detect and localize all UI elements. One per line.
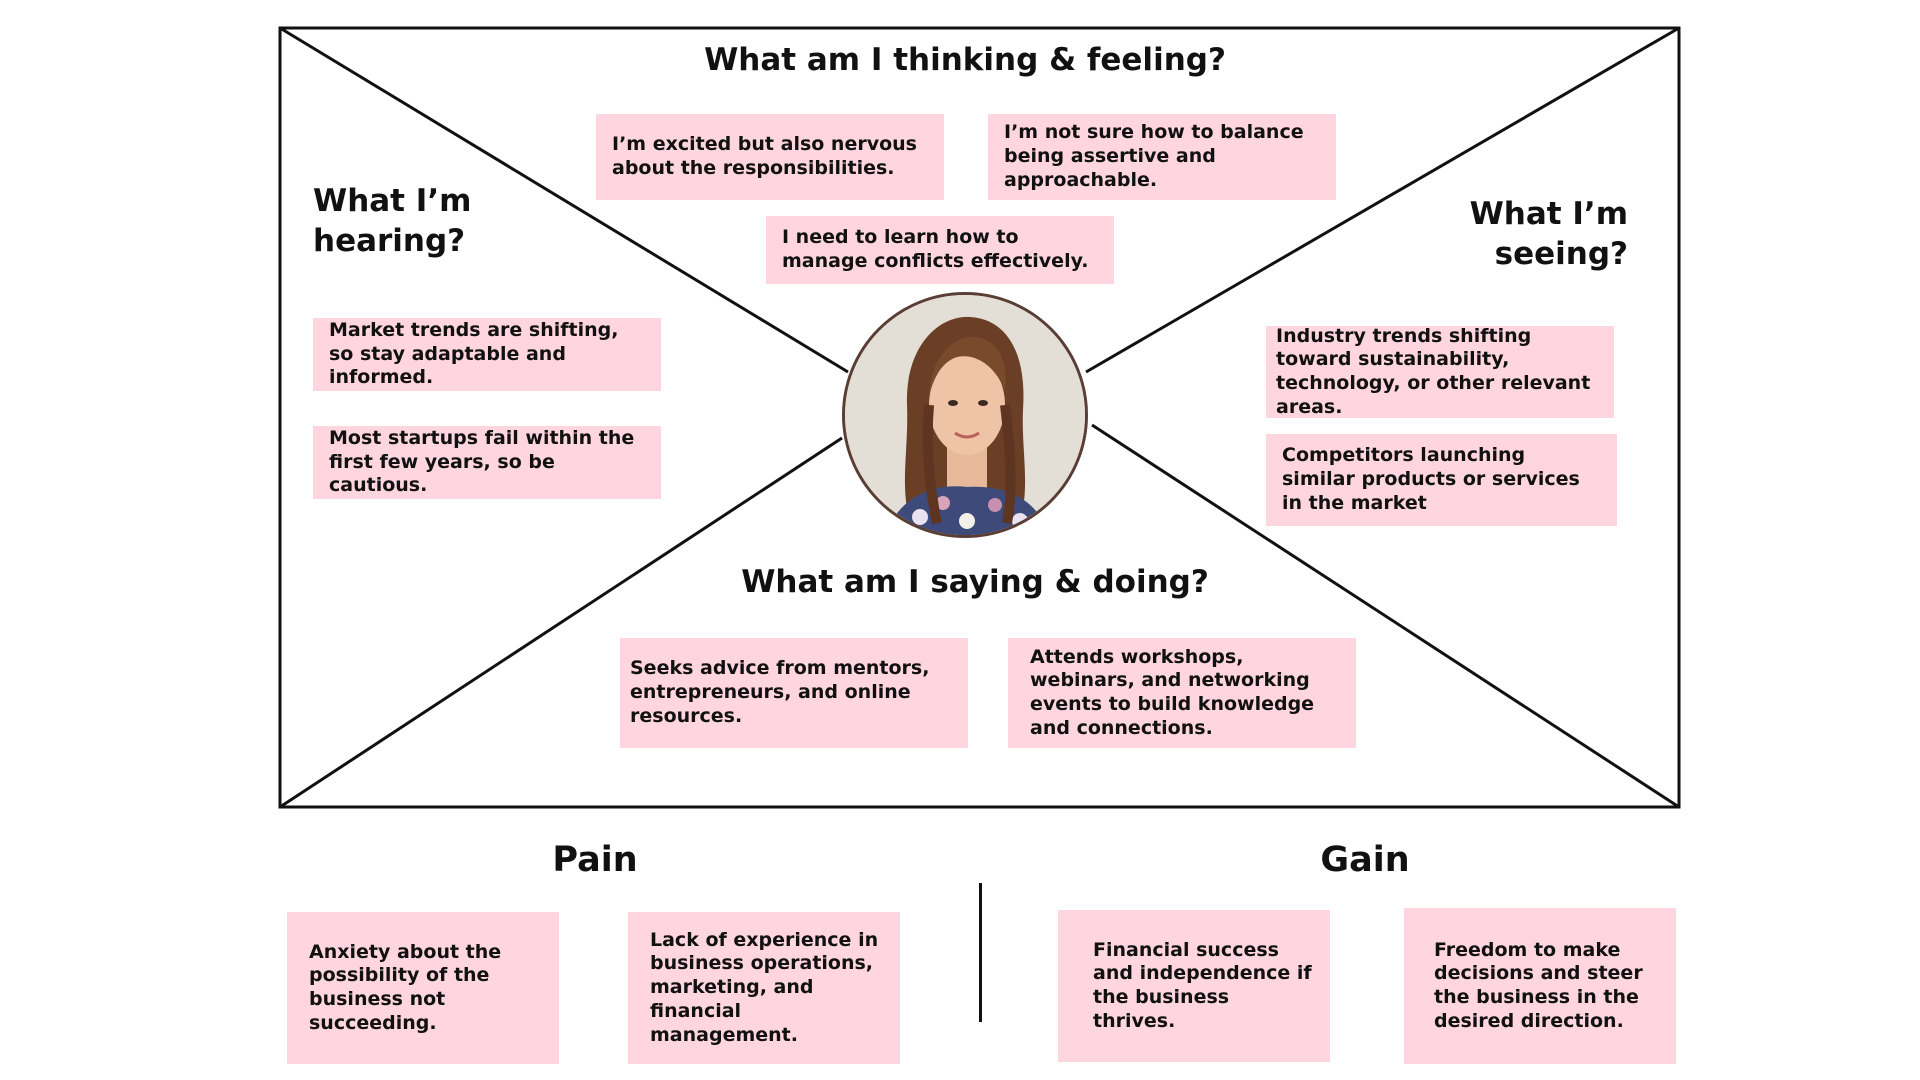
thinking-note: I’m not sure how to balance being assert… xyxy=(988,114,1336,200)
hearing-heading: What I’m hearing? xyxy=(313,183,472,260)
pain-gain-divider xyxy=(979,883,982,1022)
thinking-note: I need to learn how to manage conflicts … xyxy=(766,216,1114,284)
diagonal-top-right xyxy=(1085,26,1680,374)
thinking-note: I’m excited but also nervous about the r… xyxy=(596,114,944,200)
seeing-note: Competitors launching similar products o… xyxy=(1266,434,1617,526)
seeing-heading: What I’m seeing? xyxy=(1469,196,1628,273)
persona-portrait-illustration xyxy=(845,295,1085,535)
hearing-note: Market trends are shifting, so stay adap… xyxy=(313,318,661,391)
diagonal-bottom-left xyxy=(279,436,843,809)
pain-heading: Pain xyxy=(552,840,638,880)
doing-note: Seeks advice from mentors, entrepreneurs… xyxy=(620,638,968,748)
thinking-feeling-heading: What am I thinking & feeling? xyxy=(704,42,1226,78)
gain-note: Freedom to make decisions and steer the … xyxy=(1404,908,1676,1064)
empathy-map-border xyxy=(278,26,1681,809)
doing-note: Attends workshops, webinars, and network… xyxy=(1008,638,1356,748)
diagonal-bottom-right xyxy=(1091,423,1680,809)
gain-note: Financial success and independence if th… xyxy=(1058,910,1330,1062)
saying-doing-heading: What am I saying & doing? xyxy=(741,564,1209,600)
seeing-note: Industry trends shifting toward sustaina… xyxy=(1266,325,1614,418)
diagonal-top-left xyxy=(279,26,849,374)
gain-heading: Gain xyxy=(1320,840,1410,880)
pain-note: Anxiety about the possibility of the bus… xyxy=(287,912,559,1064)
persona-portrait-icon xyxy=(842,292,1088,538)
pain-note: Lack of experience in business operation… xyxy=(628,912,900,1064)
hearing-note: Most startups fail within the first few … xyxy=(313,426,661,499)
